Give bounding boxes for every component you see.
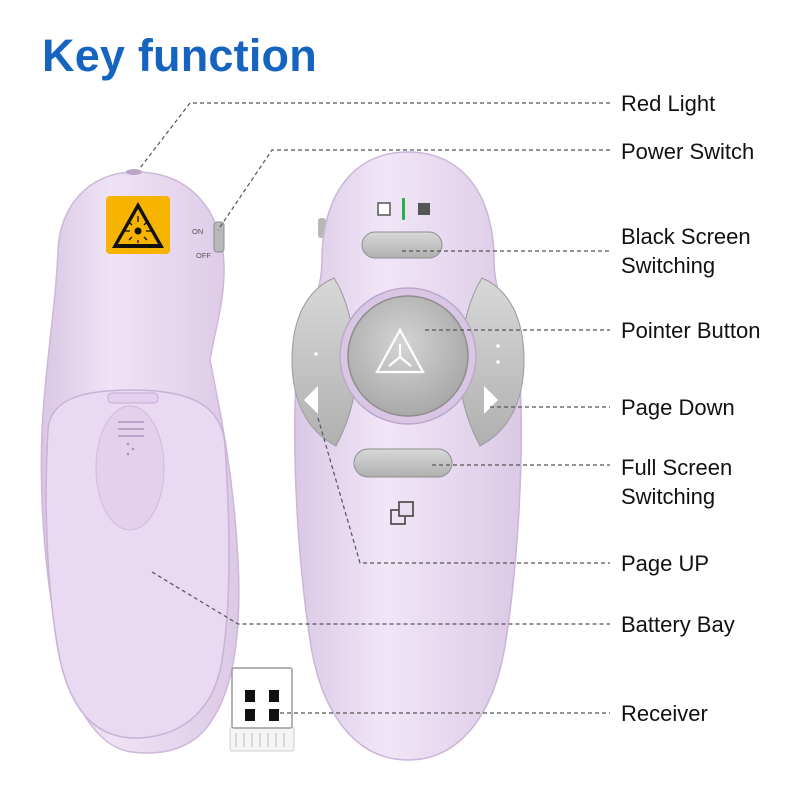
callout-red-light: Red Light [621,91,716,116]
power-switch[interactable] [213,221,225,253]
callout-page-down: Page Down [621,395,735,420]
presenter-back-view: ON OFF [40,169,240,754]
square-filled-icon [418,203,430,215]
laser-warning-icon [106,196,170,254]
triangle-right-icon [484,386,498,414]
callout-receiver: Receiver [621,701,708,726]
leader-page-up [317,417,610,564]
leader-battery-bay [151,571,610,625]
presenter-front-view [291,151,525,761]
callout-black-screen-line2: Switching [621,253,716,278]
callout-power-switch: Power Switch [621,139,755,164]
callout-pointer-button: Pointer Button [621,318,761,343]
pointer-button[interactable] [347,295,469,417]
usb-receiver [229,667,295,752]
leader-power-switch [217,149,610,231]
leader-lines [139,102,610,714]
triangle-left-icon [304,386,318,414]
windows-stack-icon [390,501,414,525]
callout-black-screen-line1: Black Screen [621,224,751,249]
battery-cover [45,389,230,739]
square-outline-icon [377,202,391,216]
triangle-pointer-icon [375,327,425,374]
page-title: Key function [42,30,317,81]
callout-page-up: Page UP [621,551,710,576]
callout-full-screen-line2: Switching [621,484,716,509]
callout-battery-bay: Battery Bay [621,612,735,637]
switch-off-label: OFF [196,251,211,260]
callout-full-screen-line1: Full Screen [621,455,733,480]
battery-grip [95,405,165,531]
green-led-indicator [402,198,405,220]
red-light-aperture [126,169,142,175]
full-screen-button[interactable] [353,448,453,478]
black-screen-button[interactable] [361,231,443,259]
switch-on-label: ON [192,227,203,236]
leader-red-light [139,102,610,169]
battery-cover-tab [107,392,159,404]
